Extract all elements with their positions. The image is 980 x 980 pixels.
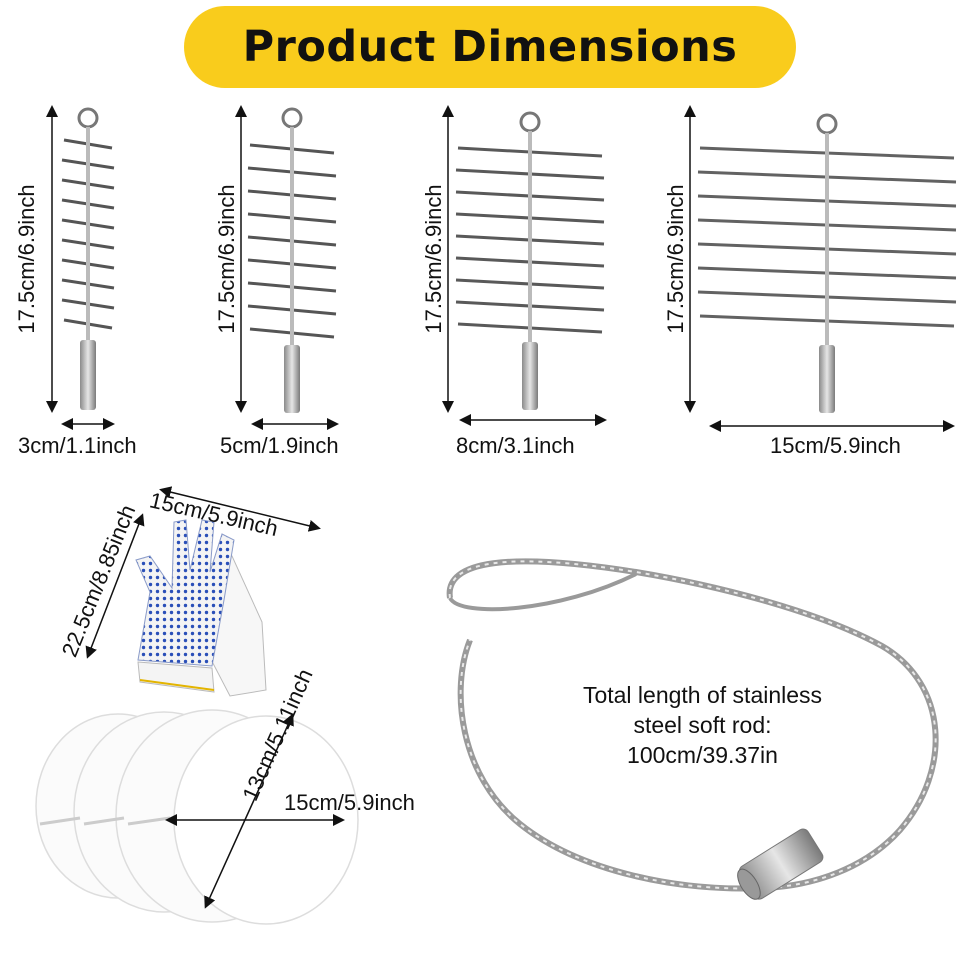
brush-1-height-label: 17.5cm/6.9inch (14, 184, 39, 334)
rod-text-line-2: steel soft rod: (633, 712, 772, 738)
brush-4-height-label: 17.5cm/6.9inch (663, 184, 688, 334)
brush-3-height-label: 17.5cm/6.9inch (421, 184, 446, 334)
stainless-rod (446, 558, 939, 900)
brush-4-width-label: 15cm/5.9inch (770, 433, 901, 458)
brush-3-width-label: 8cm/3.1inch (456, 433, 575, 458)
brush-1-width-label: 3cm/1.1inch (18, 433, 137, 458)
gloves (85, 486, 321, 697)
rod-length-description: Total length of stainless steel soft rod… (535, 680, 870, 770)
filter-discs (35, 709, 359, 925)
brush-2-height-label: 17.5cm/6.9inch (214, 184, 239, 334)
brush-medium (235, 105, 339, 430)
brush-2-width-label: 5cm/1.9inch (220, 433, 339, 458)
rod-text-line-3: 100cm/39.37in (627, 742, 778, 768)
brush-small (46, 105, 115, 430)
page-title: Product Dimensions (242, 22, 738, 72)
title-banner: Product Dimensions (184, 6, 796, 88)
filters-width-label: 15cm/5.9inch (284, 790, 415, 815)
rod-text-line-1: Total length of stainless (582, 682, 823, 708)
brush-large (442, 105, 607, 426)
brush-extra-large (684, 105, 957, 432)
